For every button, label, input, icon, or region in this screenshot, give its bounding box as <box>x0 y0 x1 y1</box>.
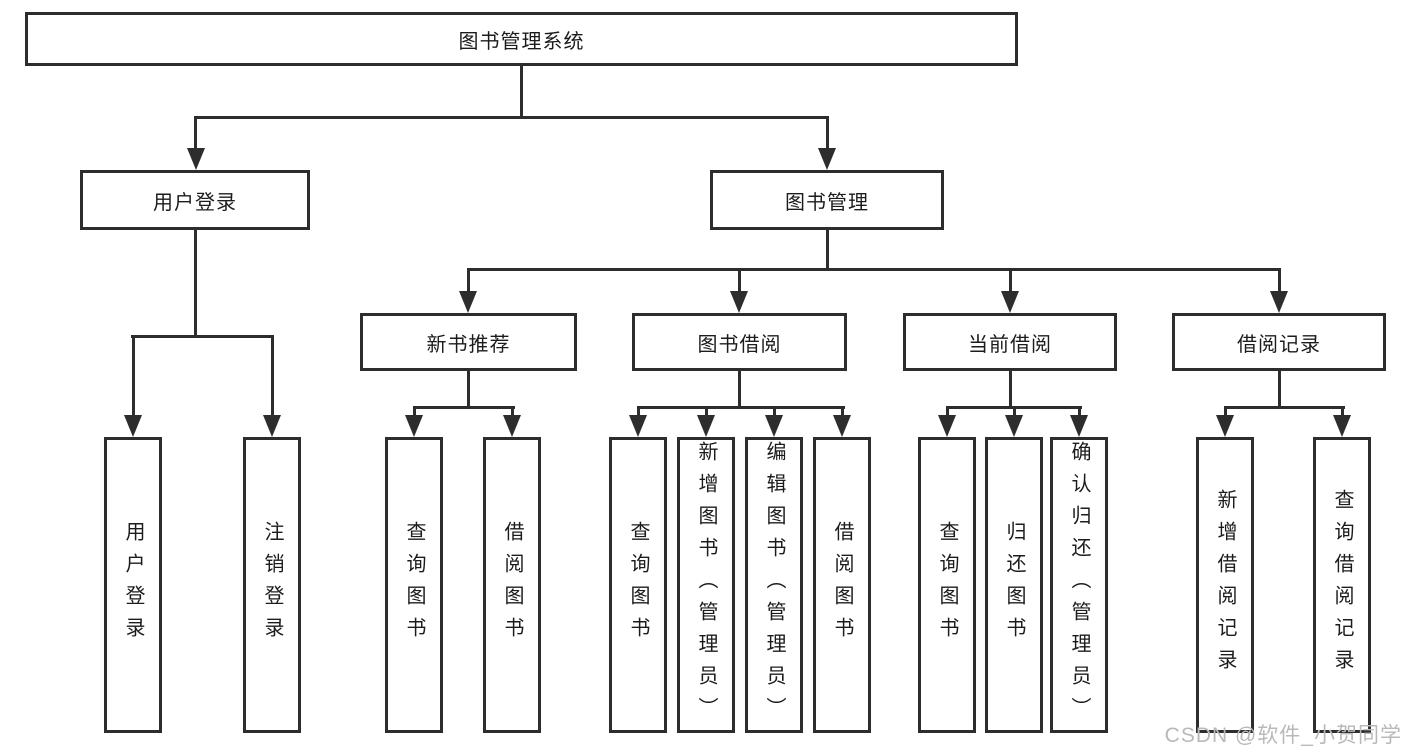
arrow-down-icon <box>1270 291 1288 313</box>
node-leaf-query-books: 查询图书 <box>385 437 443 733</box>
connector-leaf-drop <box>637 406 640 419</box>
arrow-down-icon <box>1001 291 1019 313</box>
connector-group-stem <box>467 371 470 409</box>
connector-leaf-drop <box>773 406 776 419</box>
arrow-down-icon <box>1333 415 1351 437</box>
arrow-down-icon <box>730 291 748 313</box>
connector-level2-rail <box>467 268 1281 271</box>
arrow-down-icon <box>833 415 851 437</box>
connector-user-login-rail <box>131 335 273 338</box>
arrow-down-icon <box>818 148 836 170</box>
arrow-down-icon <box>405 415 423 437</box>
connector-book-mgmt-stem <box>826 230 829 271</box>
connector-leaf-drop <box>271 335 274 418</box>
arrow-down-icon <box>1005 415 1023 437</box>
connector-leaf-drop <box>1341 406 1344 419</box>
connector-group-drop <box>1009 268 1012 293</box>
connector-group-rail <box>413 406 515 409</box>
watermark: CSDN @软件_小贺同学 <box>1164 724 1402 747</box>
connector-leaf-drop <box>1078 406 1081 419</box>
node-leaf-query-borrow-record: 查询借阅记录 <box>1313 437 1371 733</box>
arrow-down-icon <box>459 291 477 313</box>
arrow-down-icon <box>765 415 783 437</box>
arrow-down-icon <box>124 415 142 437</box>
connector-group-drop <box>738 268 741 293</box>
node-book-management: 图书管理 <box>710 170 944 230</box>
connector-leaf-drop <box>841 406 844 419</box>
node-leaf-user-login: 用户登录 <box>104 437 162 733</box>
connector-group-stem <box>1009 371 1012 409</box>
connector-leaf-drop <box>705 406 708 419</box>
connector-group-stem <box>738 371 741 409</box>
connector-group-rail <box>1224 406 1345 409</box>
arrow-down-icon <box>263 415 281 437</box>
node-leaf-edit-books-admin: 编辑图书（管理员） <box>745 437 803 733</box>
node-leaf-confirm-return-admin: 确认归还（管理员） <box>1050 437 1108 733</box>
connector-group-rail <box>637 406 845 409</box>
connector-leaf-drop <box>946 406 949 419</box>
node-leaf-borrow-books: 借阅图书 <box>813 437 871 733</box>
node-leaf-return-books: 归还图书 <box>985 437 1043 733</box>
connector-user-login-stem <box>194 230 197 338</box>
node-leaf-add-borrow-record: 新增借阅记录 <box>1196 437 1254 733</box>
connector-group-drop <box>1278 268 1281 293</box>
connector-book-mgmt-drop <box>826 116 829 150</box>
connector-leaf-drop <box>1013 406 1016 419</box>
connector-user-login-drop <box>194 116 197 150</box>
node-leaf-borrow-books: 借阅图书 <box>483 437 541 733</box>
node-user-login: 用户登录 <box>80 170 310 230</box>
node-library-management-system: 图书管理系统 <box>25 12 1018 66</box>
arrow-down-icon <box>187 148 205 170</box>
node-new-book-recommendation: 新书推荐 <box>360 313 577 371</box>
connector-leaf-drop <box>1224 406 1227 419</box>
connector-group-drop <box>467 268 470 293</box>
connector-leaf-drop <box>132 335 135 418</box>
connector-root-stem <box>520 66 523 118</box>
node-book-borrowing: 图书借阅 <box>632 313 847 371</box>
node-leaf-query-books: 查询图书 <box>609 437 667 733</box>
arrow-down-icon <box>1070 415 1088 437</box>
node-current-borrowing: 当前借阅 <box>903 313 1117 371</box>
connector-leaf-drop <box>413 406 416 419</box>
arrow-down-icon <box>503 415 521 437</box>
node-leaf-logout: 注销登录 <box>243 437 301 733</box>
node-leaf-add-books-admin: 新增图书（管理员） <box>677 437 735 733</box>
node-leaf-query-books: 查询图书 <box>918 437 976 733</box>
connector-leaf-drop <box>511 406 514 419</box>
arrow-down-icon <box>697 415 715 437</box>
node-borrowing-records: 借阅记录 <box>1172 313 1386 371</box>
connector-level1-rail <box>195 116 829 119</box>
connector-group-stem <box>1278 371 1281 409</box>
arrow-down-icon <box>1216 415 1234 437</box>
arrow-down-icon <box>938 415 956 437</box>
arrow-down-icon <box>629 415 647 437</box>
